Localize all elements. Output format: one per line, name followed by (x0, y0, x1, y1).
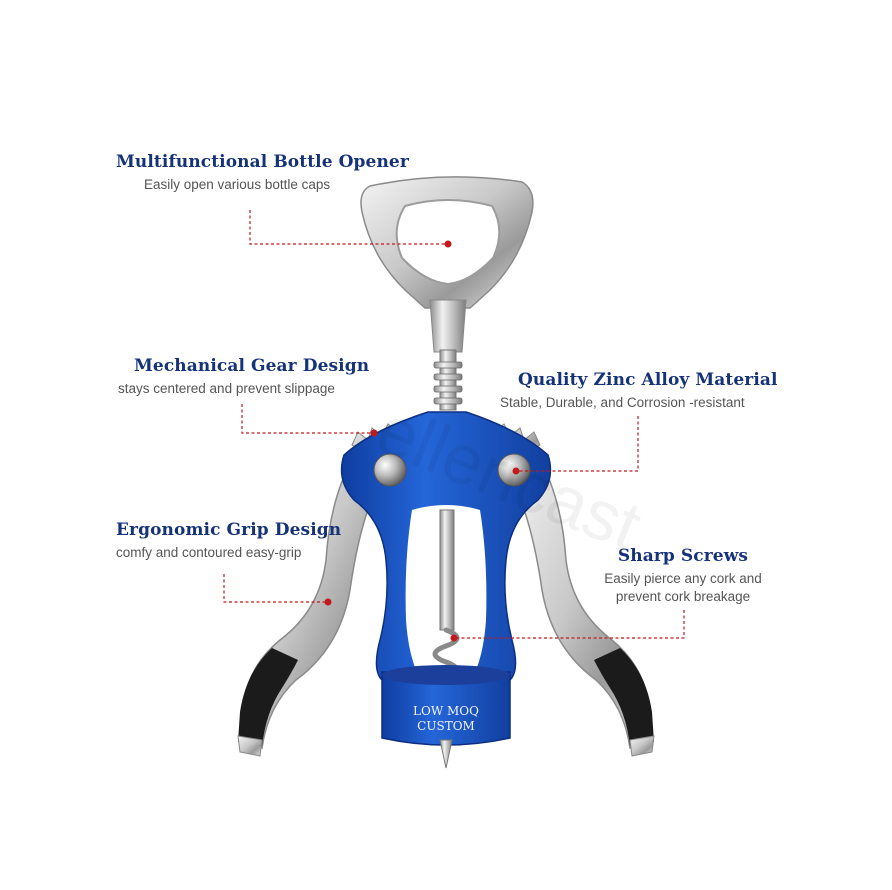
left-arm (237, 458, 381, 757)
feature-bottle-opener: Multifunctional Bottle Opener Easily ope… (116, 152, 409, 194)
feature-desc: Easily open various bottle caps (144, 177, 331, 192)
leader-lines (223, 210, 685, 639)
feature-title: Sharp Screws (617, 546, 749, 566)
feature-title: Multifunctional Bottle Opener (116, 152, 409, 172)
feature-desc: comfy and contoured easy-grip (116, 545, 302, 560)
feature-title: Ergonomic Grip Design (116, 520, 342, 540)
base-collar: LOW MOQ CUSTOM (381, 665, 511, 769)
feature-sharp-screws: Sharp Screws Easily pierce any cork and … (588, 546, 778, 606)
feature-title: Mechanical Gear Design (134, 356, 370, 376)
leader-dots (324, 240, 520, 642)
right-arm (511, 458, 655, 757)
leader-bottle-opener (249, 210, 448, 245)
feature-desc-line: Easily pierce any cork and (604, 571, 762, 586)
base-label-line2: CUSTOM (417, 719, 475, 733)
feature-desc: stays centered and prevent slippage (118, 381, 335, 396)
feature-title: Quality Zinc Alloy Material (518, 370, 778, 390)
leader-gear-design (241, 404, 374, 434)
leader-grip-design (223, 574, 328, 603)
feature-desc: Easily pierce any cork and prevent cork … (588, 570, 778, 606)
feature-grip-design: Ergonomic Grip Design comfy and contoure… (116, 520, 341, 562)
gear-shaft (433, 349, 463, 411)
feature-desc-line: prevent cork breakage (615, 589, 751, 604)
leader-zinc-alloy (516, 416, 639, 472)
feature-desc: Stable, Durable, and Corrosion -resistan… (500, 395, 745, 410)
base-label-line1: LOW MOQ (413, 704, 479, 718)
bottle-opener-head (360, 176, 534, 353)
feature-zinc-alloy: Quality Zinc Alloy Material Stable, Dura… (500, 370, 778, 412)
leader-sharp-screws (454, 610, 685, 639)
feature-gear-design: Mechanical Gear Design stays centered an… (118, 356, 369, 398)
